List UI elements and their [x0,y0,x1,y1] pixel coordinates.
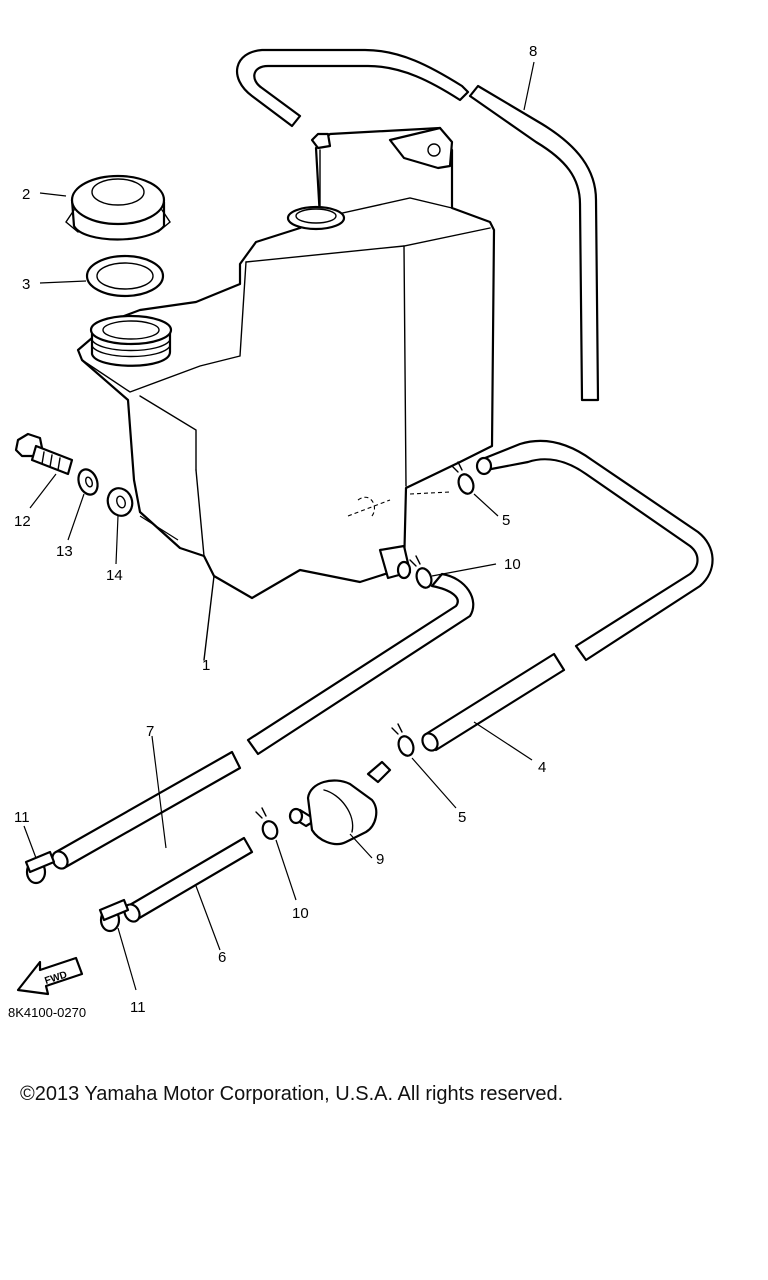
hose-7 [51,750,242,870]
gasket [85,254,165,298]
filter [288,760,392,846]
clip-10-lower [255,807,279,840]
callout-7: 7 [146,723,154,740]
hose-6 [123,836,254,923]
callout-13: 13 [56,543,73,560]
outlet-hose [246,572,475,756]
drawing-code: 8K4100-0270 [8,1005,86,1020]
callout-9: 9 [376,851,384,868]
clip-10-upper [409,555,433,589]
forward-arrow-icon: FWD [16,956,84,996]
clamp-11-upper [24,850,56,885]
parts-diagram: 1 2 3 4 5 5 6 7 8 9 10 10 11 11 12 13 14… [8,43,714,1020]
clip-5-lower [391,723,415,757]
clip-5-upper [451,461,475,495]
callout-10-upper: 10 [504,556,521,573]
callout-8: 8 [529,43,537,60]
vent-hose-8 [235,48,600,402]
callout-2: 2 [22,186,30,203]
return-hose [475,439,714,662]
bolt [14,432,74,476]
copyright-notice: ©2013 Yamaha Motor Corporation, U.S.A. A… [20,1083,564,1105]
callout-3: 3 [22,276,30,293]
clamp-11-lower [98,898,130,933]
washer-13 [77,468,99,496]
grommet-14 [106,487,134,517]
leader-lines [23,61,535,991]
callout-11-lower: 11 [130,999,146,1016]
hose-4 [421,652,566,752]
callout-5-lower: 5 [458,809,466,826]
callout-numbers: 1 2 3 4 5 5 6 7 8 9 10 10 11 11 12 13 14 [14,43,546,1016]
callout-1: 1 [202,657,210,674]
callout-12: 12 [14,513,31,530]
callout-10-lower: 10 [292,905,309,922]
callout-11-upper: 11 [14,809,30,826]
callout-4: 4 [538,759,546,776]
callout-6: 6 [218,949,226,966]
tank-cap [65,174,171,241]
callout-5-upper: 5 [502,512,510,529]
callout-14: 14 [106,567,123,584]
coolant-tank [76,126,496,661]
